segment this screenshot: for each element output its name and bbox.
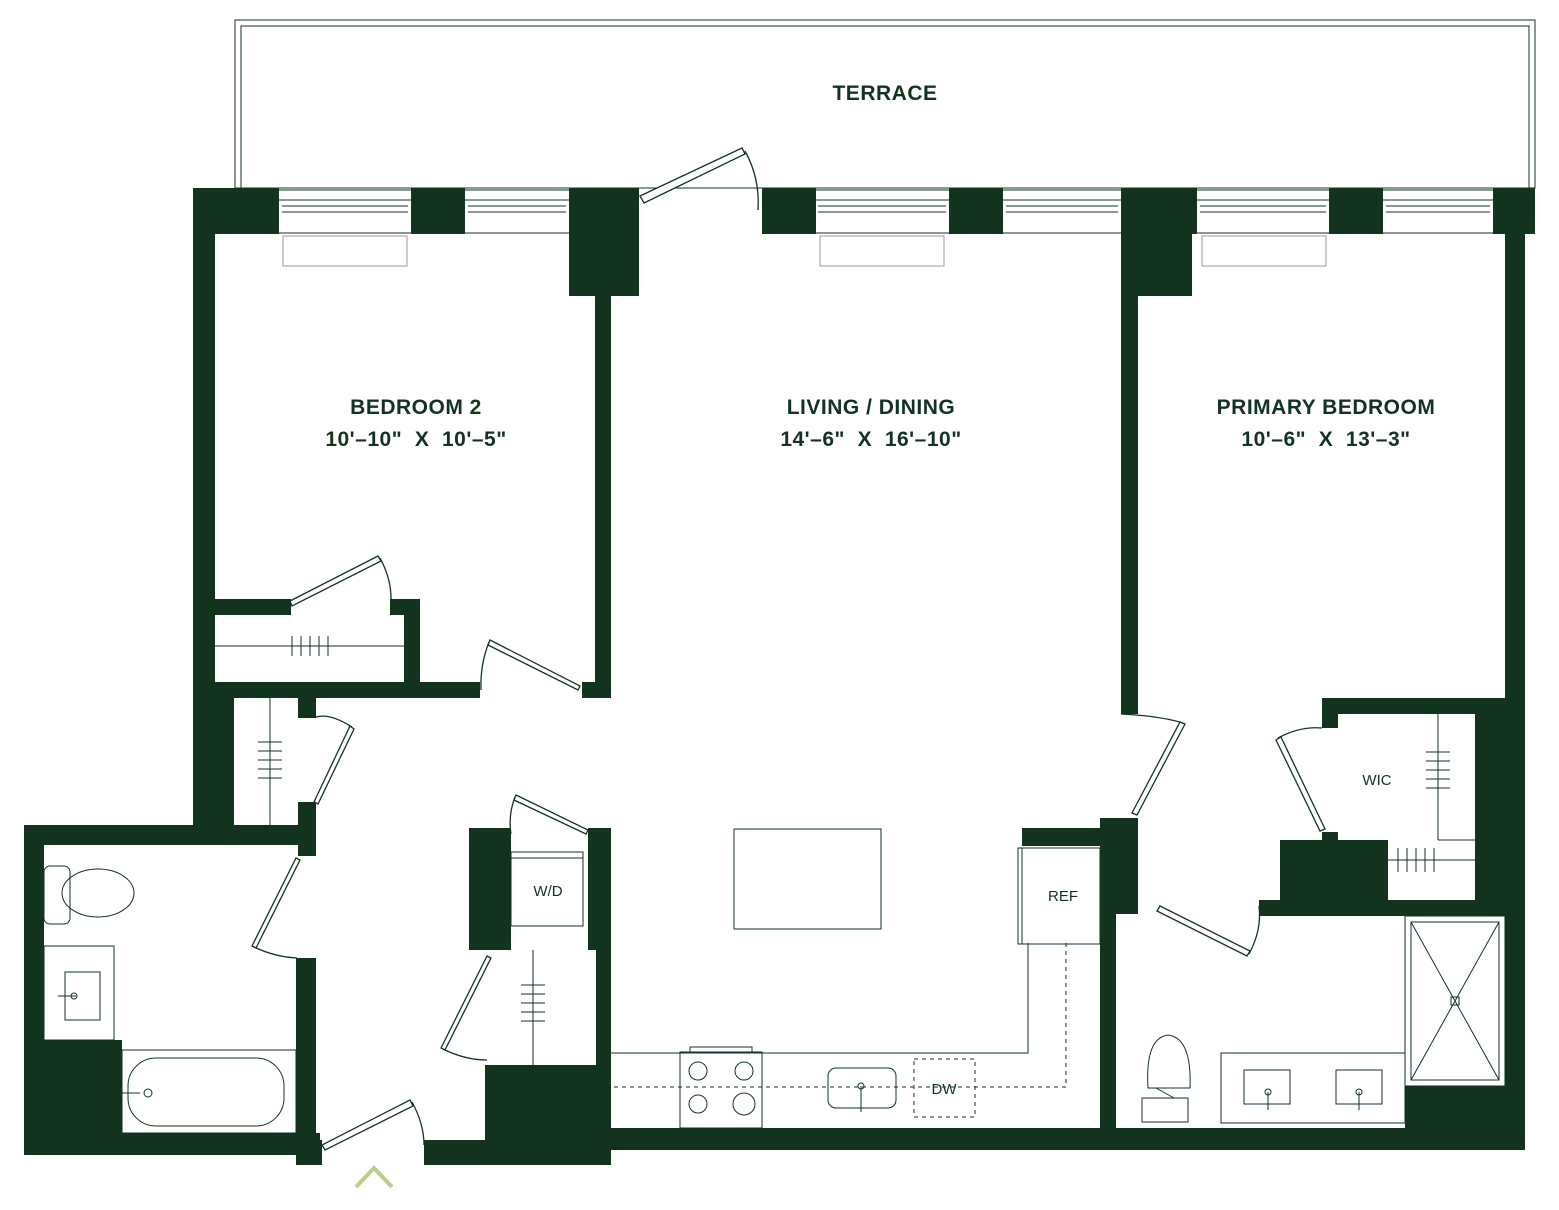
primary-dims: 10'–6" X 13'–3" (1241, 428, 1410, 451)
closet-shelving (215, 636, 1475, 1065)
washer-dryer: W/D (510, 851, 584, 927)
double-vanity (1220, 1052, 1406, 1124)
kitchen-island (733, 828, 882, 930)
dishwasher (913, 1058, 976, 1118)
toilet (1147, 1034, 1191, 1089)
living-dims: 14'–6" X 16'–10" (780, 428, 961, 451)
terrace-outline (234, 19, 1536, 189)
wd-label: W/D (533, 883, 562, 900)
terrace-label: TERRACE (832, 82, 937, 105)
ref-label: REF (1048, 888, 1078, 905)
doors (251, 147, 1326, 1151)
walls (24, 188, 1535, 1165)
wic-label: WIC (1362, 772, 1391, 789)
kitchen-sink (827, 1067, 897, 1109)
entry-chevron-icon (354, 1165, 394, 1189)
bathroom-1 (43, 865, 297, 1134)
bedroom2-dims: 10'–10" X 10'–5" (325, 428, 506, 451)
bedroom2-label: BEDROOM 2 (350, 396, 482, 419)
room-labels: TERRACE BEDROOM 2 10'–10" X 10'–5" LIVIN… (325, 82, 1435, 789)
vanity (43, 945, 115, 1041)
bathtub (121, 1049, 297, 1134)
shower (1404, 915, 1506, 1087)
primary-label: PRIMARY BEDROOM (1217, 396, 1436, 419)
bathroom-2 (1141, 915, 1506, 1124)
living-label: LIVING / DINING (787, 396, 956, 419)
dw-label: DW (932, 1081, 958, 1098)
kitchen: REF DW (611, 828, 1101, 1129)
refrigerator (1017, 847, 1101, 945)
toilet (61, 868, 135, 918)
